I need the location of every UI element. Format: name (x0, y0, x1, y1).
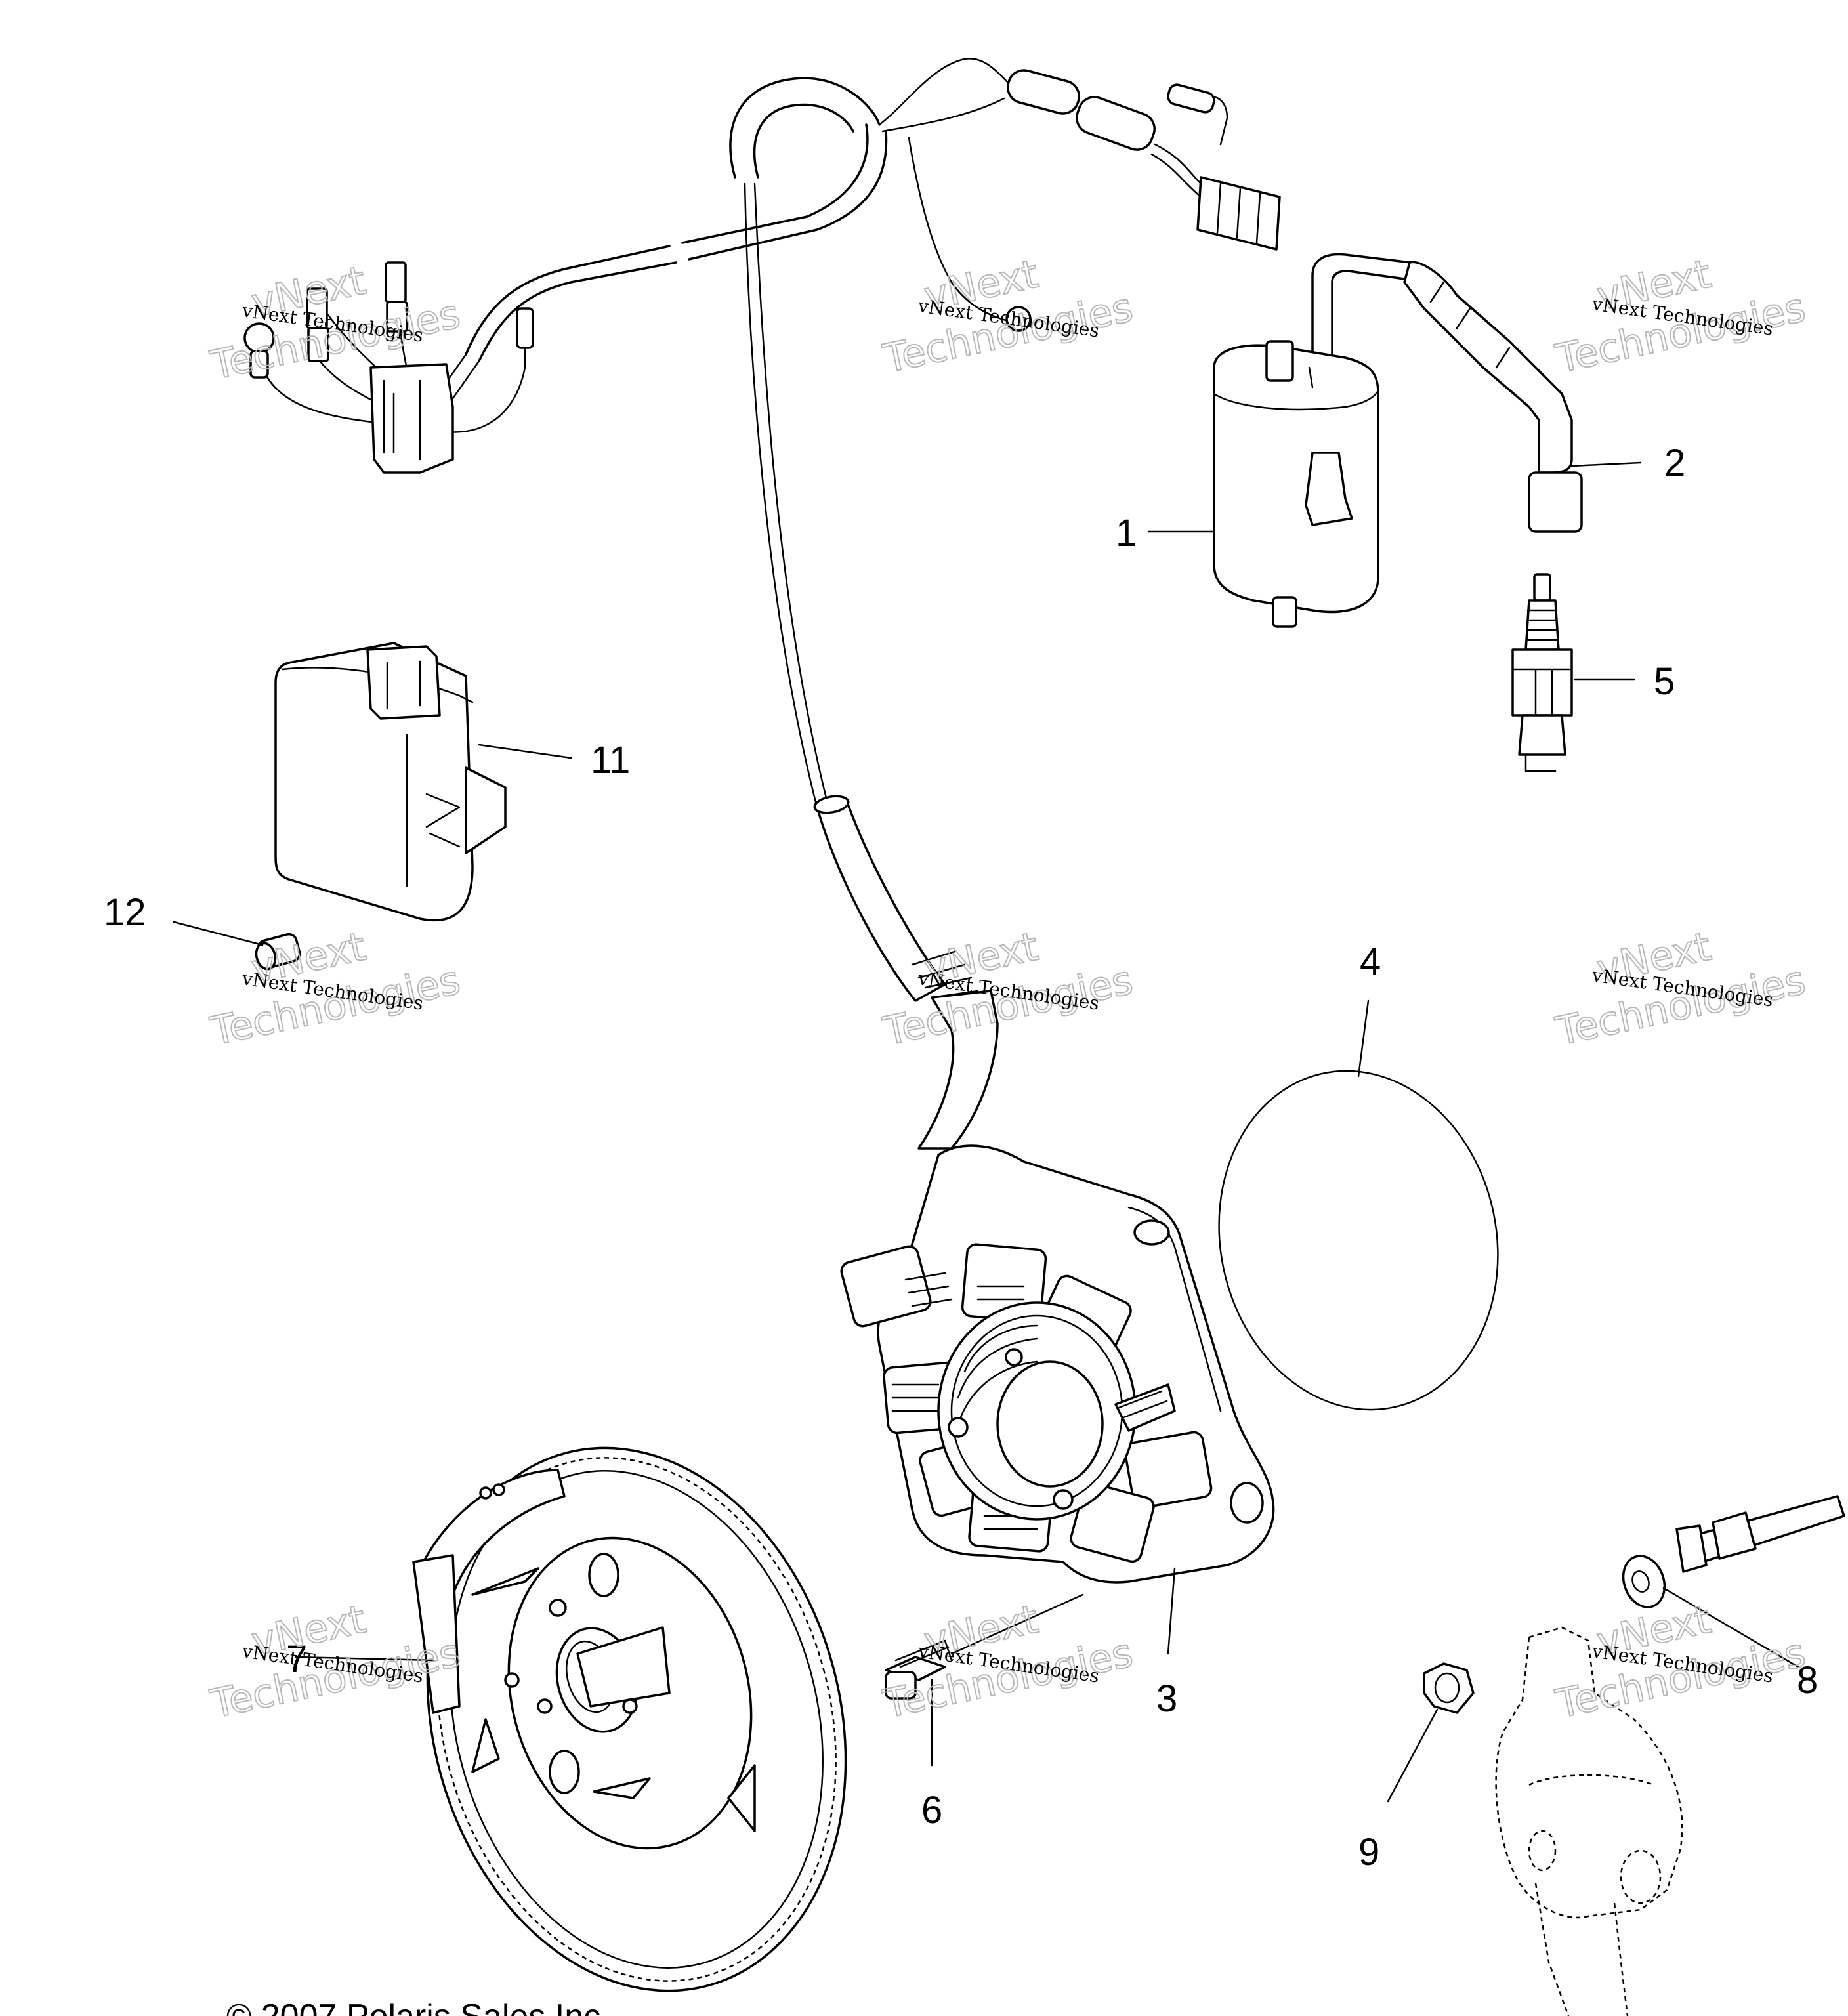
ignition-coil (1213, 253, 1583, 628)
stator-connector-harness (878, 58, 1281, 332)
cdi-box (274, 642, 507, 922)
spark-plug (1511, 573, 1573, 772)
callout-9: 9 (1358, 1831, 1379, 1874)
leader-lines (173, 461, 1799, 1803)
callout-6: 6 (921, 1789, 942, 1832)
callout-12: 12 (104, 891, 146, 934)
callout-4: 4 (1360, 940, 1381, 983)
callout-labels: 1 2 3 4 5 6 7 8 9 11 12 (104, 442, 1818, 1874)
wiring-harness (243, 77, 888, 808)
gasket (1218, 1070, 1499, 1411)
stator (813, 795, 1275, 1584)
washer (1622, 1555, 1666, 1608)
nut (1423, 1662, 1475, 1714)
callout-8: 8 (1797, 1659, 1818, 1702)
callout-3: 3 (1156, 1677, 1177, 1720)
callout-5: 5 (1654, 660, 1675, 703)
callout-7: 7 (286, 1638, 307, 1681)
flywheel (412, 1446, 847, 1992)
bolt (1675, 1495, 1845, 1573)
copyright-text: © 2007 Polaris Sales Inc. (226, 1998, 610, 2016)
callout-1: 1 (1116, 512, 1137, 555)
callout-11: 11 (591, 739, 630, 782)
screw (255, 933, 301, 971)
stator-screw (885, 1639, 953, 1700)
reference-starter-shape (1495, 1626, 1683, 2016)
callout-2: 2 (1664, 442, 1685, 484)
